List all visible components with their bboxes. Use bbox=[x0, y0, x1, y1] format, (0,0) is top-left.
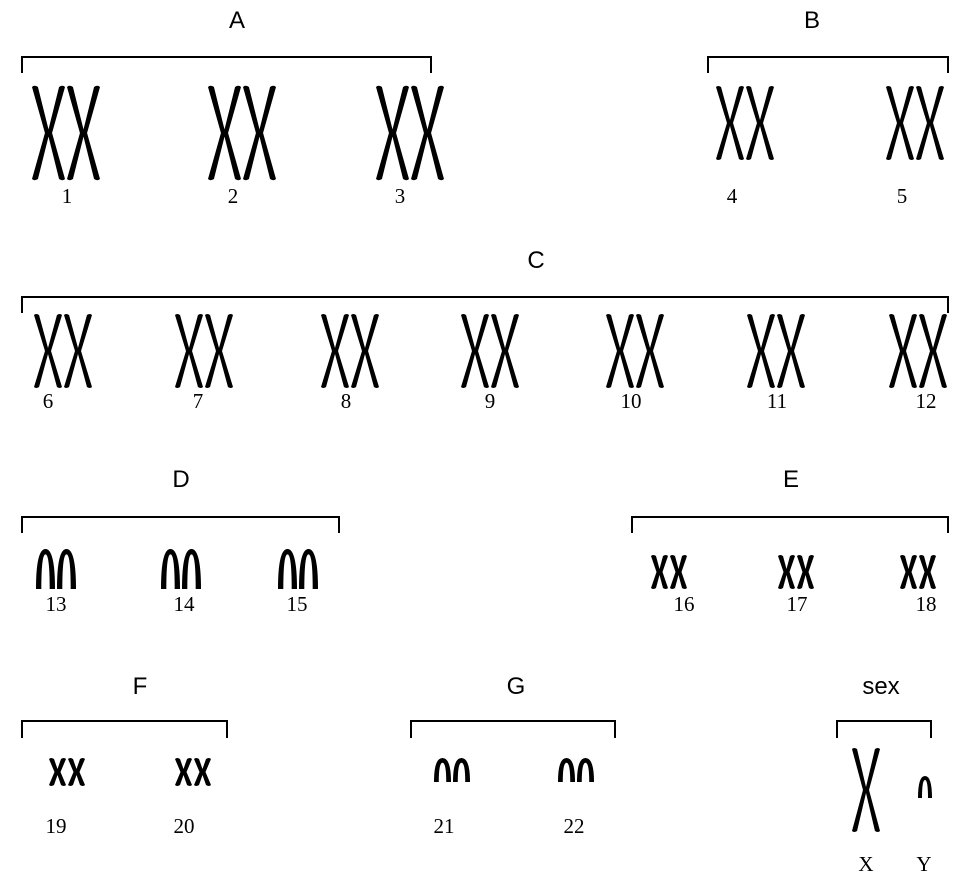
chromosome-pair-15 bbox=[278, 549, 318, 589]
chromosome-pair-22 bbox=[558, 758, 594, 782]
chromosome-label-5: 5 bbox=[897, 184, 908, 208]
group-bracket-c bbox=[22, 297, 948, 313]
group-label-f: F bbox=[133, 673, 148, 700]
chromosome-pair-11 bbox=[747, 314, 805, 388]
chromosome-label-9: 9 bbox=[485, 389, 496, 413]
group-bracket-g bbox=[411, 721, 615, 738]
chromosome-label-18: 18 bbox=[916, 592, 937, 616]
chromosome-label-21: 21 bbox=[434, 814, 455, 838]
group-bracket-f bbox=[22, 721, 227, 738]
chromosome-pair-4 bbox=[716, 86, 774, 160]
chromosome-pair-12 bbox=[889, 314, 947, 388]
group-bracket-e bbox=[632, 517, 948, 533]
chromosome-pair-10 bbox=[606, 314, 664, 388]
chromosome-label-12: 12 bbox=[916, 389, 937, 413]
chromosome-pair-14 bbox=[161, 549, 201, 589]
chromosome-label-10: 10 bbox=[621, 389, 642, 413]
group-bracket-sex bbox=[837, 721, 931, 738]
chromosome-pair-8 bbox=[321, 314, 379, 388]
chromosome-label-17: 17 bbox=[787, 592, 808, 616]
chromosome-label-13: 13 bbox=[46, 592, 67, 616]
chromosome-label-16: 16 bbox=[674, 592, 695, 616]
chromosome-pair-9 bbox=[461, 314, 519, 388]
chromosome-label-3: 3 bbox=[395, 184, 406, 208]
chromosome-pair-18 bbox=[900, 555, 936, 589]
group-label-c: C bbox=[527, 247, 544, 274]
group-label-e: E bbox=[783, 466, 799, 493]
chromosome-label-6: 6 bbox=[43, 389, 54, 413]
chromosome-pair-1 bbox=[32, 86, 100, 180]
chromosome-label-4: 4 bbox=[727, 184, 738, 208]
group-bracket-b bbox=[708, 57, 948, 73]
chromosome-pair-20 bbox=[175, 758, 211, 786]
chromosome-pair-2 bbox=[208, 86, 276, 180]
chromosome-pair-16 bbox=[651, 555, 687, 589]
group-label-sex: sex bbox=[862, 673, 899, 700]
chromosome-label-19: 19 bbox=[46, 814, 67, 838]
group-label-d: D bbox=[172, 466, 189, 493]
chromosome-pair-y bbox=[918, 776, 932, 798]
group-label-g: G bbox=[507, 673, 526, 700]
chromosome-pair-3 bbox=[376, 86, 444, 180]
chromosome-label-2: 2 bbox=[228, 184, 239, 208]
chromosome-label-y: Y bbox=[916, 852, 931, 876]
chromosome-pair-21 bbox=[434, 758, 470, 782]
chromosome-label-15: 15 bbox=[287, 592, 308, 616]
group-bracket-a bbox=[22, 57, 431, 73]
chromosome-label-7: 7 bbox=[193, 389, 204, 413]
chromosome-label-x: X bbox=[858, 852, 873, 876]
chromosome-label-11: 11 bbox=[767, 389, 787, 413]
chromosome-label-8: 8 bbox=[341, 389, 352, 413]
chromosome-pair-5 bbox=[886, 86, 944, 160]
chromosome-pair-13 bbox=[36, 549, 76, 589]
group-label-b: B bbox=[804, 7, 820, 34]
chromosome-pair-17 bbox=[778, 555, 814, 589]
chromosome-label-1: 1 bbox=[62, 184, 73, 208]
group-bracket-d bbox=[22, 517, 339, 533]
chromosome-pair-7 bbox=[175, 314, 233, 388]
chromosome-label-22: 22 bbox=[564, 814, 585, 838]
chromosome-pair-6 bbox=[34, 314, 92, 388]
group-label-a: A bbox=[229, 7, 245, 34]
chromosome-label-20: 20 bbox=[174, 814, 195, 838]
chromosome-pair-19 bbox=[49, 758, 85, 786]
chromosome-pair-x bbox=[852, 748, 880, 832]
chromosome-label-14: 14 bbox=[174, 592, 196, 616]
